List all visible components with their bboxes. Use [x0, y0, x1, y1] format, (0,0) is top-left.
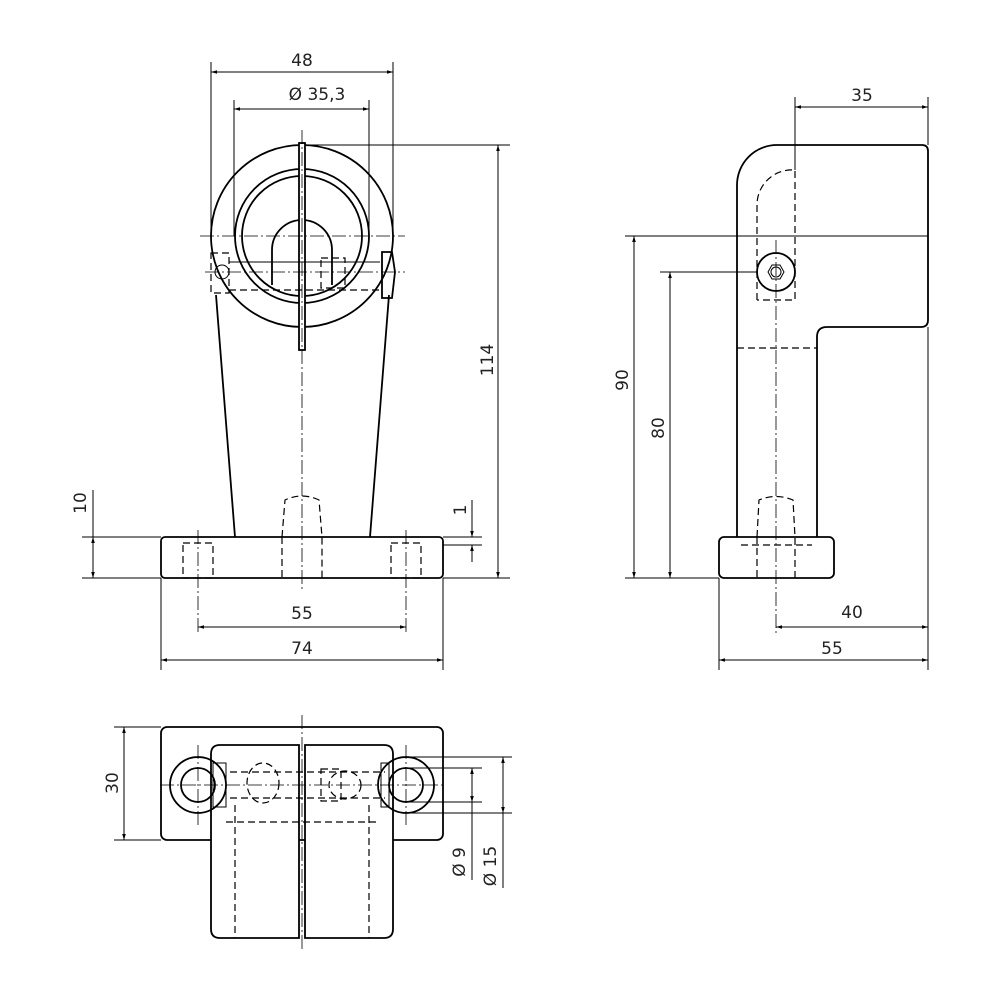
dim-bore-diameter: Ø 35,3 [289, 85, 346, 105]
dim-height-total: 114 [478, 344, 498, 376]
front-view: 48 Ø 35,3 114 10 1 55 74 [71, 51, 510, 670]
dim-base-depth: 55 [821, 639, 843, 659]
dim-hole-diameter: Ø 9 [450, 847, 470, 877]
dim-hole-spacing: 55 [291, 604, 313, 624]
dim-axis-height: 90 [613, 369, 633, 391]
dim-offset: 40 [841, 603, 863, 623]
dim-bolt-height: 80 [649, 417, 669, 439]
dim-step: 1 [451, 505, 471, 516]
top-view: 30 Ø 9 Ø 15 [103, 715, 512, 950]
side-view: 35 90 80 40 55 [613, 86, 929, 670]
dim-base-thickness: 10 [71, 492, 91, 514]
dim-counterbore-diameter: Ø 15 [481, 846, 501, 886]
dim-top-depth: 35 [851, 86, 873, 106]
dim-base-width: 74 [291, 639, 313, 659]
clamp-bolt [210, 251, 396, 299]
dim-flange-depth: 30 [103, 772, 123, 794]
dim-width-top: 48 [291, 51, 313, 71]
